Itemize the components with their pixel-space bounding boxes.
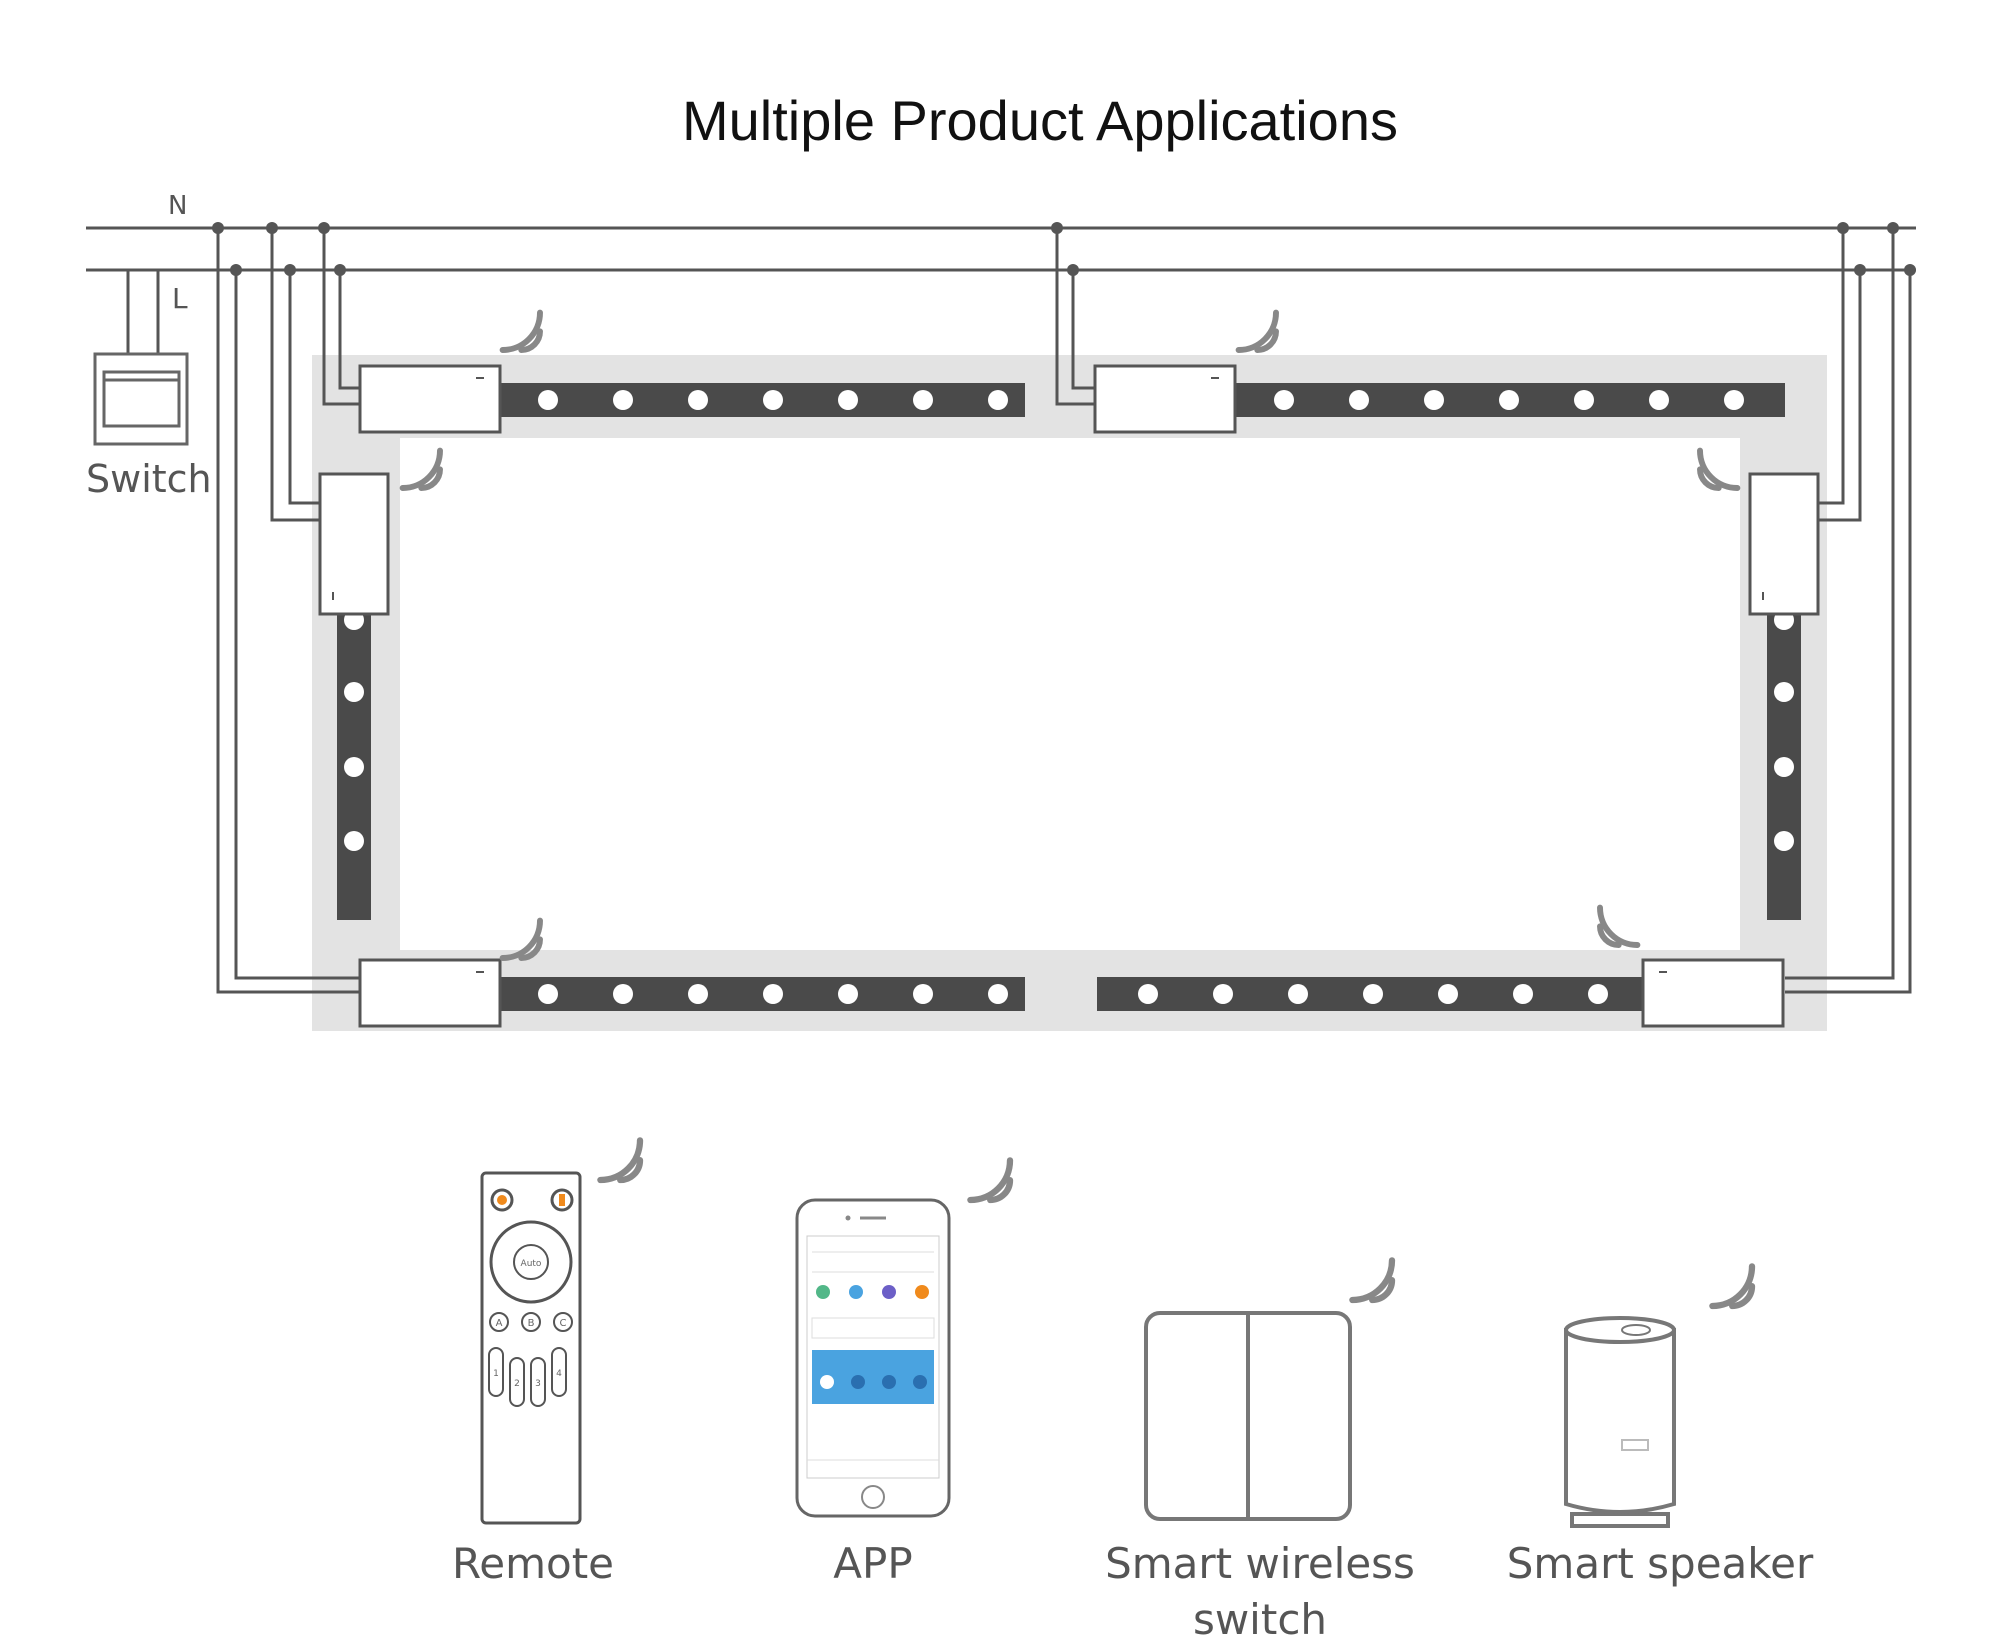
wifi-icon <box>499 917 543 961</box>
led-dot <box>988 984 1008 1004</box>
page-title: Multiple Product Applications <box>682 89 1398 152</box>
led-strip-top-right <box>1235 383 1785 417</box>
led-strip-right <box>1767 610 1801 920</box>
led-dot <box>538 390 558 410</box>
wifi-icon <box>967 1157 1014 1204</box>
app-label: APP <box>833 1539 912 1588</box>
speaker-device <box>1564 1316 1676 1528</box>
wifi-icon <box>399 447 443 491</box>
remote-zone-4: 4 <box>556 1369 562 1379</box>
wall-switch <box>93 270 189 446</box>
led-dot <box>1213 984 1233 1004</box>
remote-mode-c: C <box>560 1318 567 1329</box>
wireless-switch-device <box>1144 1311 1352 1521</box>
wifi-icon <box>1349 1257 1396 1304</box>
led-dot <box>1588 984 1608 1004</box>
power-bus <box>86 226 1916 272</box>
led-dot <box>1513 984 1533 1004</box>
led-dot <box>1499 390 1519 410</box>
installation-frame <box>312 355 1827 1031</box>
remote-zone-3: 3 <box>535 1379 541 1389</box>
driver-marks <box>332 377 1764 973</box>
led-dot <box>1774 682 1794 702</box>
led-dot <box>538 984 558 1004</box>
remote-zone-2: 2 <box>514 1379 520 1389</box>
led-dot <box>763 390 783 410</box>
led-strip-top-left <box>500 383 1025 417</box>
remote-center-label: Auto <box>521 1259 542 1269</box>
neutral-label: N <box>168 191 187 221</box>
wireless-switch-label-line1: Smart wireless <box>1105 1539 1415 1588</box>
led-dot <box>613 984 633 1004</box>
remote-mode-b: B <box>528 1318 535 1329</box>
wifi-icon <box>1235 309 1279 353</box>
led-strips <box>337 383 1801 1011</box>
led-dot <box>1424 390 1444 410</box>
led-dot <box>1274 390 1294 410</box>
driver-bottom-right <box>1641 958 1785 1028</box>
driver-right <box>1748 472 1820 616</box>
led-dot <box>1363 984 1383 1004</box>
led-dot <box>613 390 633 410</box>
wifi-icon <box>1697 447 1741 491</box>
junction-dots <box>212 222 1916 276</box>
wifi-icon <box>1709 1263 1756 1310</box>
live-label: L <box>172 282 188 315</box>
wifi-icon <box>597 1137 644 1184</box>
led-dot <box>763 984 783 1004</box>
led-dot <box>1349 390 1369 410</box>
remote-zone-1: 1 <box>493 1369 499 1379</box>
driver-top-left <box>358 364 502 434</box>
led-dot <box>1138 984 1158 1004</box>
wireless-switch-label-line2: switch <box>1193 1595 1327 1644</box>
led-strip-bottom-left <box>500 977 1025 1011</box>
wifi-icon <box>499 309 543 353</box>
led-dot <box>1574 390 1594 410</box>
led-dot <box>344 682 364 702</box>
wifi-icons <box>399 309 1741 961</box>
led-dot <box>1438 984 1458 1004</box>
led-dot <box>913 984 933 1004</box>
led-dot <box>838 984 858 1004</box>
led-dot <box>1724 390 1744 410</box>
speaker-label: Smart speaker <box>1507 1539 1814 1588</box>
wifi-icon <box>1597 904 1641 948</box>
remote-label: Remote <box>452 1539 614 1588</box>
led-dot <box>688 390 708 410</box>
led-dot <box>913 390 933 410</box>
led-dot <box>344 831 364 851</box>
driver-wiring <box>216 228 1912 994</box>
led-dot <box>1774 757 1794 777</box>
remote-device <box>480 1171 582 1525</box>
led-dot <box>1649 390 1669 410</box>
led-dot <box>988 390 1008 410</box>
phone-device <box>795 1198 951 1518</box>
led-strip-left <box>337 610 371 920</box>
center-button <box>513 1244 549 1280</box>
driver-top-middle <box>1093 364 1237 434</box>
switch-label: Switch <box>86 457 212 501</box>
led-dot <box>838 390 858 410</box>
led-dot <box>1288 984 1308 1004</box>
led-strip-bottom-right <box>1097 977 1643 1011</box>
remote-mode-a: A <box>496 1318 503 1329</box>
driver-left <box>318 472 390 616</box>
led-dot <box>688 984 708 1004</box>
driver-bottom-left <box>358 958 502 1028</box>
led-dot <box>344 757 364 777</box>
device-wifi-icons <box>597 1137 1756 1310</box>
led-dot <box>1774 831 1794 851</box>
